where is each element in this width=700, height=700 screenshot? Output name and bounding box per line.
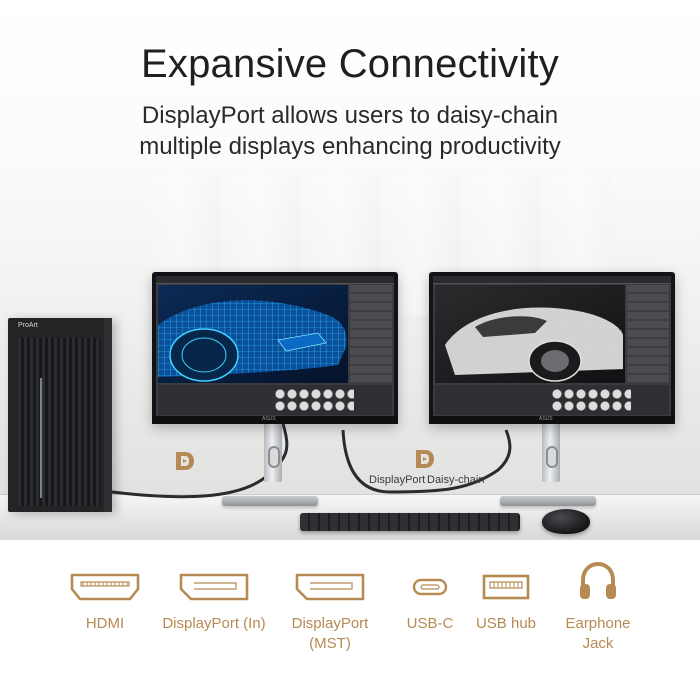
pc-tower: ProArt bbox=[8, 318, 112, 512]
port-label: Earphone Jack bbox=[554, 614, 642, 654]
app-toolbar bbox=[156, 276, 394, 284]
pc-brand-label: ProArt bbox=[18, 322, 38, 329]
port-displayport-in: DisplayPort (In) bbox=[157, 572, 271, 634]
port-usb-c: USB-C bbox=[398, 572, 462, 634]
port-label-line: DisplayPort bbox=[291, 615, 369, 632]
port-label: HDMI bbox=[60, 614, 150, 634]
monitor-1-logo: ASUS bbox=[262, 416, 276, 422]
port-label: DisplayPort (MST) bbox=[283, 614, 377, 654]
app-toolbar bbox=[433, 276, 671, 284]
port-list: HDMI DisplayPort (In) DisplayPort (MST) … bbox=[0, 540, 700, 700]
cables bbox=[111, 419, 512, 499]
port-label: DisplayPort (In) bbox=[157, 614, 271, 634]
subtitle-line-1: DisplayPort allows users to daisy-chain bbox=[141, 102, 559, 129]
monitor-1: ASUS bbox=[152, 272, 398, 424]
material-swatches bbox=[551, 388, 631, 412]
monitor-2-bezel bbox=[429, 416, 675, 424]
displayport-logo-icon bbox=[176, 452, 194, 470]
tower-grille bbox=[18, 338, 100, 506]
mouse bbox=[542, 509, 590, 534]
usb-c-icon bbox=[412, 578, 448, 596]
monitor-2: ASUS bbox=[429, 272, 675, 424]
port-label-line: USB hub bbox=[475, 615, 537, 632]
displayport-in-icon bbox=[179, 573, 249, 601]
port-label: USB-C bbox=[398, 614, 462, 634]
page-subtitle: DisplayPort allows users to daisy-chain … bbox=[0, 100, 700, 162]
port-label: USB hub bbox=[470, 614, 542, 634]
properties-panel bbox=[350, 285, 392, 383]
port-hdmi: HDMI bbox=[60, 572, 150, 634]
keyboard bbox=[300, 513, 520, 531]
port-label-line: (MST) bbox=[309, 635, 351, 652]
caption-daisy-chain: Daisy-chain bbox=[427, 474, 485, 486]
subtitle-line-2: multiple displays enhancing productivity bbox=[139, 133, 561, 160]
tower-side bbox=[104, 318, 112, 512]
port-label-line: USB-C bbox=[406, 615, 454, 632]
port-label-line: DisplayPort (In) bbox=[162, 615, 266, 632]
hero-scene: Expansive Connectivity DisplayPort allow… bbox=[0, 0, 700, 540]
earphone-jack-icon bbox=[580, 561, 616, 599]
port-label-line: Earphone bbox=[565, 615, 631, 632]
properties-panel bbox=[627, 285, 669, 383]
monitor-1-base bbox=[222, 496, 318, 506]
displayport-mst-icon bbox=[295, 573, 365, 601]
page-title: Expansive Connectivity bbox=[141, 42, 559, 86]
monitor-1-cable-hole bbox=[268, 446, 280, 468]
displayport-logo-icon bbox=[416, 450, 434, 468]
port-label-line: Jack bbox=[582, 635, 614, 652]
car-render-white bbox=[435, 285, 625, 383]
monitor-2-cable-hole bbox=[546, 446, 558, 468]
usb-hub-icon bbox=[482, 574, 530, 600]
monitor-2-logo: ASUS bbox=[539, 416, 553, 422]
port-earphone-jack: Earphone Jack bbox=[554, 560, 642, 654]
monitor-2-base bbox=[500, 496, 596, 506]
monitor-1-bezel bbox=[152, 416, 398, 424]
monitor-2-screen bbox=[433, 276, 671, 416]
port-usb-hub: USB hub bbox=[470, 572, 542, 634]
material-swatches bbox=[274, 388, 354, 412]
hdmi-icon bbox=[70, 573, 140, 601]
car-wireframe-blue bbox=[158, 285, 348, 383]
monitor-1-screen bbox=[156, 276, 394, 416]
port-label-line: HDMI bbox=[85, 615, 125, 632]
caption-displayport: DisplayPort bbox=[369, 474, 426, 486]
tower-light-strip bbox=[40, 378, 42, 498]
port-displayport-mst: DisplayPort (MST) bbox=[283, 572, 377, 654]
